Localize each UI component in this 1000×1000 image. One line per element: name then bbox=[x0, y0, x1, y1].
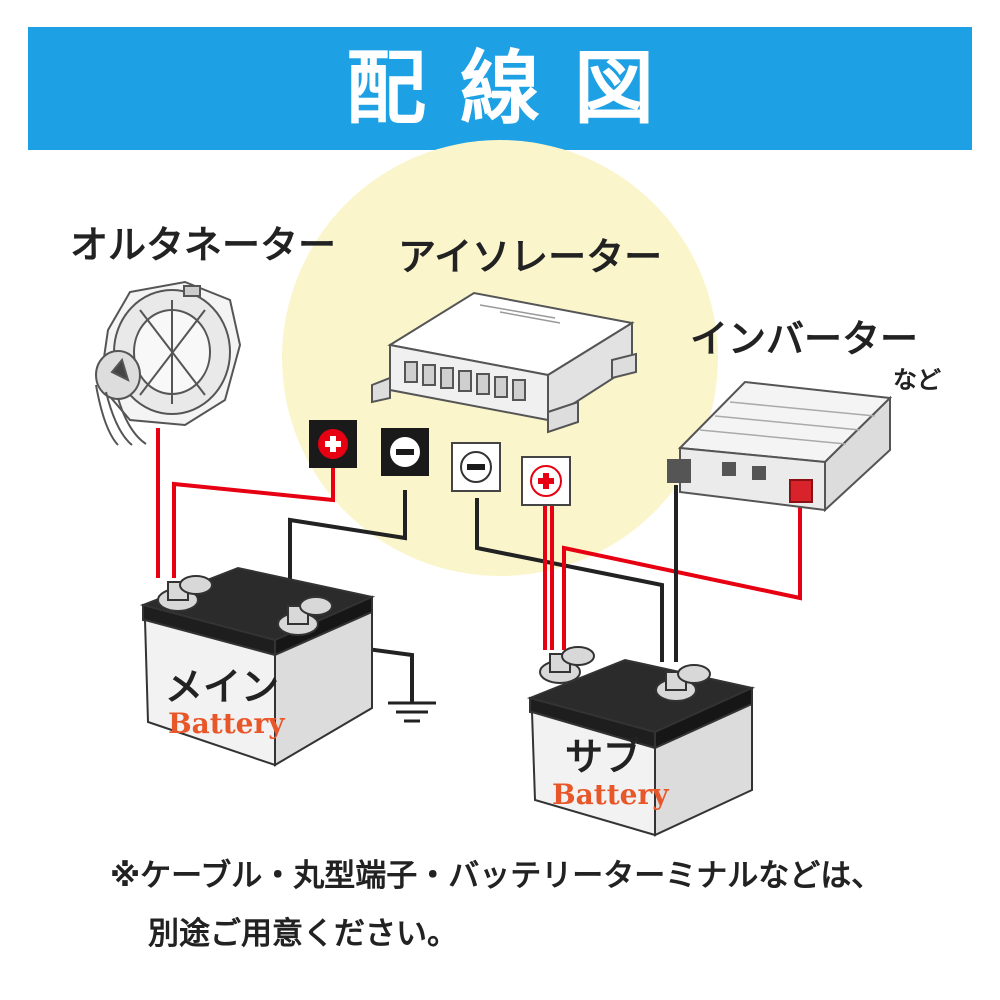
minus-terminal-icon bbox=[467, 464, 485, 470]
battery-icon bbox=[139, 566, 376, 767]
inverter-icon bbox=[667, 380, 893, 513]
terminal-isolator-positive bbox=[309, 420, 357, 468]
minus-terminal-icon bbox=[396, 449, 414, 455]
alternator-icon bbox=[95, 280, 242, 446]
sub-battery: サブ Battery bbox=[526, 646, 756, 837]
isolator-label: アイソレーター bbox=[398, 235, 662, 279]
plus-terminal-icon bbox=[325, 436, 341, 452]
battery-icon bbox=[526, 646, 756, 837]
header-banner: 配線図 bbox=[28, 27, 972, 150]
terminal-isolator-negative-main bbox=[381, 428, 429, 476]
inverter-label: インバーター bbox=[690, 317, 918, 361]
sub-battery-brand: Battery bbox=[552, 778, 669, 811]
note-line-1: ※ケーブル・丸型端子・バッテリーターミナルなどは、 bbox=[110, 858, 883, 894]
main-battery-brand: Battery bbox=[168, 707, 285, 740]
wire-isolator-negative-to-main bbox=[288, 490, 407, 600]
note-line-2: 別途ご用意ください。 bbox=[148, 916, 458, 952]
main-battery: メイン Battery bbox=[139, 566, 376, 767]
page-title: 配線図 bbox=[346, 41, 688, 135]
inverter-sublabel: など bbox=[893, 366, 941, 394]
terminal-isolator-negative-sub bbox=[451, 442, 501, 492]
terminal-isolator-positive-sub bbox=[521, 456, 571, 506]
plus-terminal-icon bbox=[538, 473, 554, 489]
wire-isolator-positive-to-main bbox=[172, 468, 335, 578]
alternator-label: オルタネーター bbox=[70, 223, 336, 267]
wire-isolator-negative-to-sub bbox=[475, 498, 664, 662]
ground-icon bbox=[388, 701, 436, 723]
wires bbox=[156, 428, 802, 702]
wire-inverter-positive-to-sub bbox=[562, 500, 802, 650]
main-battery-label: メイン bbox=[165, 665, 279, 709]
isolator-icon bbox=[371, 291, 637, 434]
sub-battery-label: サブ bbox=[565, 735, 641, 779]
